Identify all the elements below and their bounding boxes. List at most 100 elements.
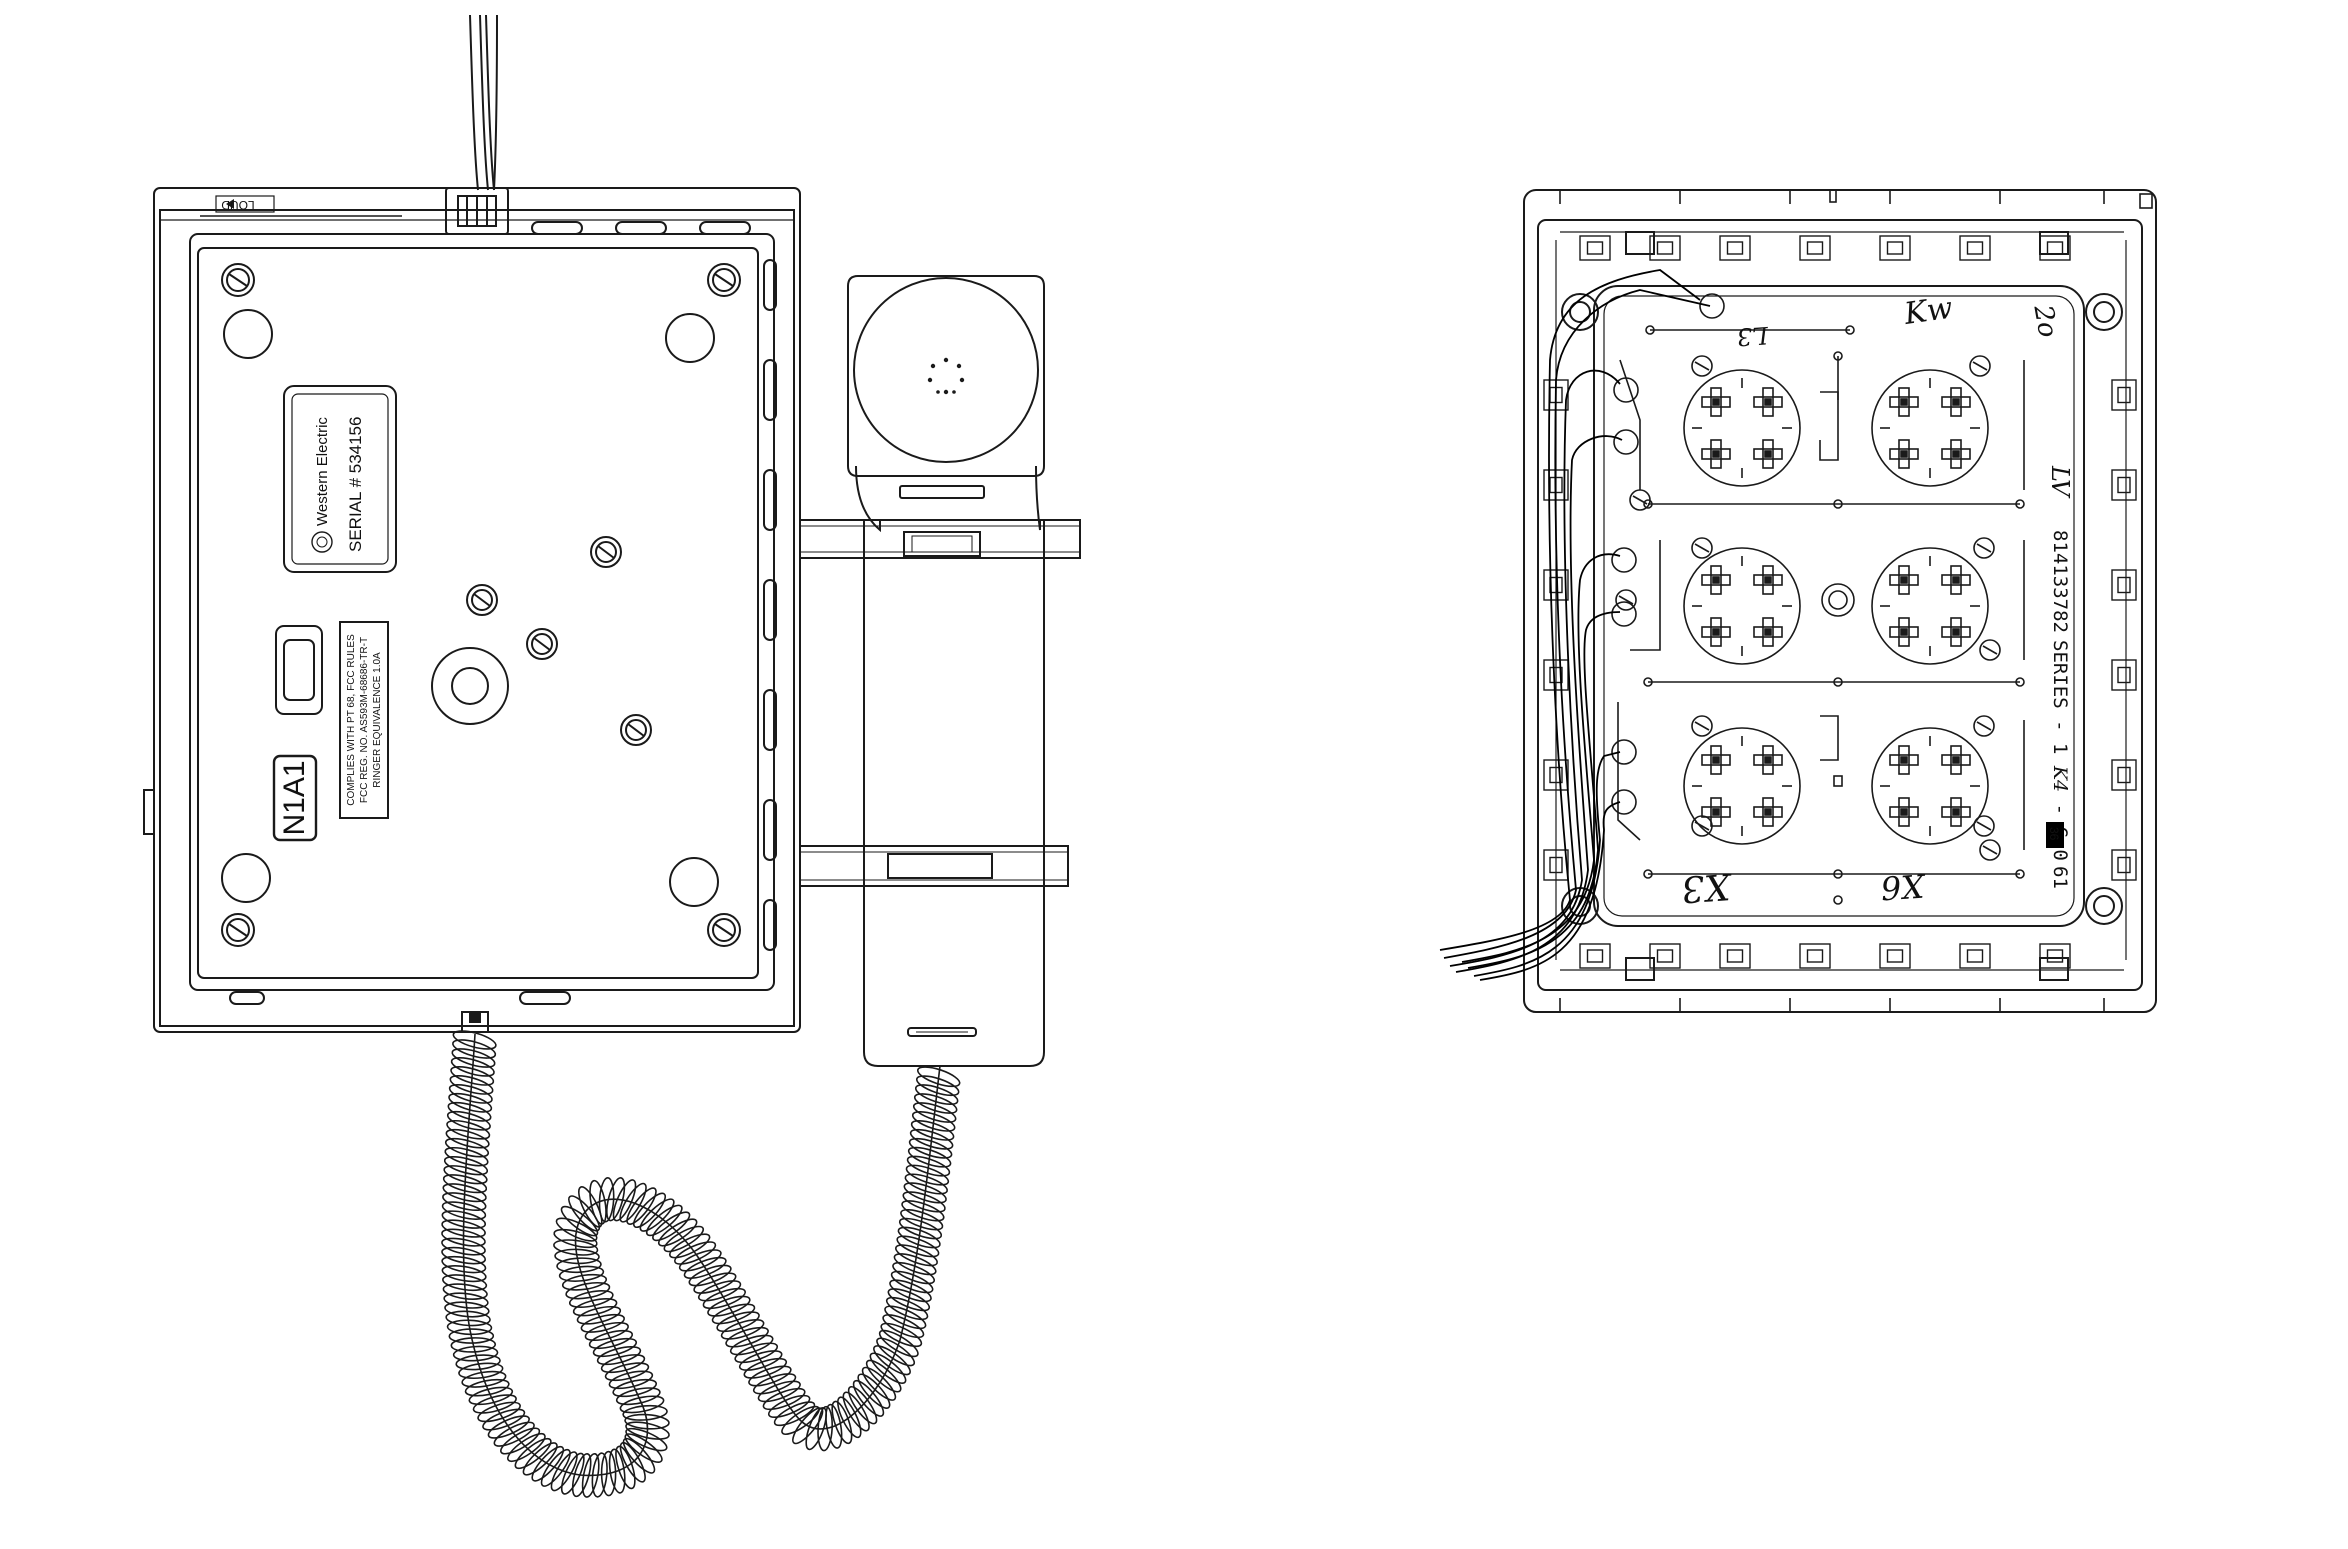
cord-coil xyxy=(446,1319,493,1336)
edge-clip xyxy=(1543,849,1569,881)
edge-clip xyxy=(1879,235,1911,261)
edge-clip xyxy=(2111,469,2137,501)
screw-icon xyxy=(1691,715,1713,737)
cord-coil xyxy=(555,1217,598,1242)
cord-coil xyxy=(447,1101,492,1122)
fcc-line-1: COMPLIES WITH PT 68, FCC RULES xyxy=(346,634,357,806)
loud-label: LOUD xyxy=(221,198,255,212)
cord-coil xyxy=(909,1128,954,1150)
cord-coil xyxy=(865,1359,902,1393)
cord-coil xyxy=(626,1187,657,1225)
cord-coil xyxy=(711,1303,756,1325)
cord-coil xyxy=(472,1394,517,1414)
cord-coil xyxy=(773,1401,816,1427)
screw-icon xyxy=(526,628,558,660)
cord-coil xyxy=(540,1448,571,1487)
cord-coil xyxy=(913,1093,958,1114)
cord-coil xyxy=(592,1337,638,1358)
cord-coil xyxy=(857,1373,891,1409)
cord-coil xyxy=(861,1366,897,1401)
screw-icon xyxy=(1969,355,1991,377)
cord-coil xyxy=(720,1319,765,1340)
cord-coil xyxy=(738,1350,783,1371)
edge-clip xyxy=(1959,943,1991,969)
cord-coil xyxy=(674,1241,717,1265)
nameplate: Western Electric SERIAL # 534156 xyxy=(283,385,397,573)
relay-socket xyxy=(1683,369,1801,487)
cord-coil xyxy=(831,1400,853,1445)
cord-coil xyxy=(600,1450,617,1497)
cord-coil xyxy=(571,1453,592,1498)
cord-coil xyxy=(619,1395,665,1414)
cord-coil xyxy=(878,1329,919,1358)
part-number: 814133782 xyxy=(2049,530,2071,633)
cord-coil xyxy=(896,1235,940,1258)
edge-clip xyxy=(2111,849,2137,881)
cord-coil xyxy=(762,1387,806,1411)
cord-coil xyxy=(912,1102,957,1123)
cord-coil xyxy=(558,1265,605,1282)
handwritten-lv: LV xyxy=(2046,465,2074,499)
relay-socket xyxy=(1871,727,1989,845)
cord-coil xyxy=(729,1334,774,1356)
cord-coil xyxy=(657,1218,698,1247)
corner-screws xyxy=(221,263,741,947)
cord-coil xyxy=(554,1248,600,1265)
cord-coil xyxy=(445,1128,490,1149)
cord-coil xyxy=(451,1048,496,1068)
fcc-line-3: RINGER EQUIVALENCE 1.0A xyxy=(372,652,383,788)
cord-coil xyxy=(645,1204,683,1237)
cord-coil xyxy=(825,1403,843,1449)
cord-coil xyxy=(619,1182,647,1223)
cord-coil xyxy=(688,1264,732,1287)
cord-coil xyxy=(581,1452,600,1498)
cord-coil xyxy=(448,1328,495,1344)
cord-coil xyxy=(632,1192,667,1229)
cord-coil xyxy=(482,1408,526,1431)
cord-coil xyxy=(725,1326,769,1348)
cord-coil xyxy=(639,1198,675,1232)
cord-coil xyxy=(916,1066,961,1088)
cord-coil xyxy=(588,1329,634,1350)
edge-clip xyxy=(2111,569,2137,601)
base-housing xyxy=(143,187,801,1033)
cord-coil xyxy=(572,1298,618,1317)
wire xyxy=(1439,269,1701,951)
screw-icon xyxy=(221,913,255,947)
screw-icon xyxy=(1691,537,1713,559)
cord-coil xyxy=(553,1239,599,1256)
screw-icon xyxy=(1973,715,1995,737)
board-markings: 814133782 SERIES - 1 K4 - G 0 36 61 xyxy=(2046,530,2071,889)
cord-coil xyxy=(507,1432,546,1463)
cord-coil xyxy=(448,1083,493,1104)
cord-coil xyxy=(441,1219,486,1238)
cord-coil xyxy=(568,1290,614,1308)
cord-coil xyxy=(604,1362,650,1382)
cord-coil xyxy=(441,1264,487,1283)
cord-coil xyxy=(444,1146,489,1167)
cord-coil xyxy=(897,1226,941,1249)
screw-icon xyxy=(1691,355,1713,377)
cord-coil xyxy=(767,1394,811,1418)
relay-socket xyxy=(1871,369,1989,487)
cord-coil xyxy=(556,1257,602,1274)
cord-coil xyxy=(444,1301,490,1318)
edge-clip xyxy=(1649,943,1681,969)
screw-icon xyxy=(1691,815,1713,837)
cord-coil xyxy=(906,1155,951,1177)
cord-coil xyxy=(748,1365,792,1387)
cord-coil xyxy=(842,1391,870,1432)
cord-coil xyxy=(663,1225,705,1253)
cord-coil xyxy=(869,1352,907,1384)
cord-coil xyxy=(901,1200,945,1222)
cord-coil xyxy=(873,1345,911,1376)
cord-coil xyxy=(461,1370,507,1388)
cord-coil xyxy=(445,1310,491,1327)
badge: 36 xyxy=(2046,822,2064,848)
cord-coil xyxy=(514,1437,552,1470)
cord-coil xyxy=(452,1030,497,1050)
cord-coil xyxy=(743,1357,788,1379)
line-cord xyxy=(445,14,509,235)
cord-coil xyxy=(915,1075,960,1097)
cord-coil xyxy=(902,1191,946,1213)
